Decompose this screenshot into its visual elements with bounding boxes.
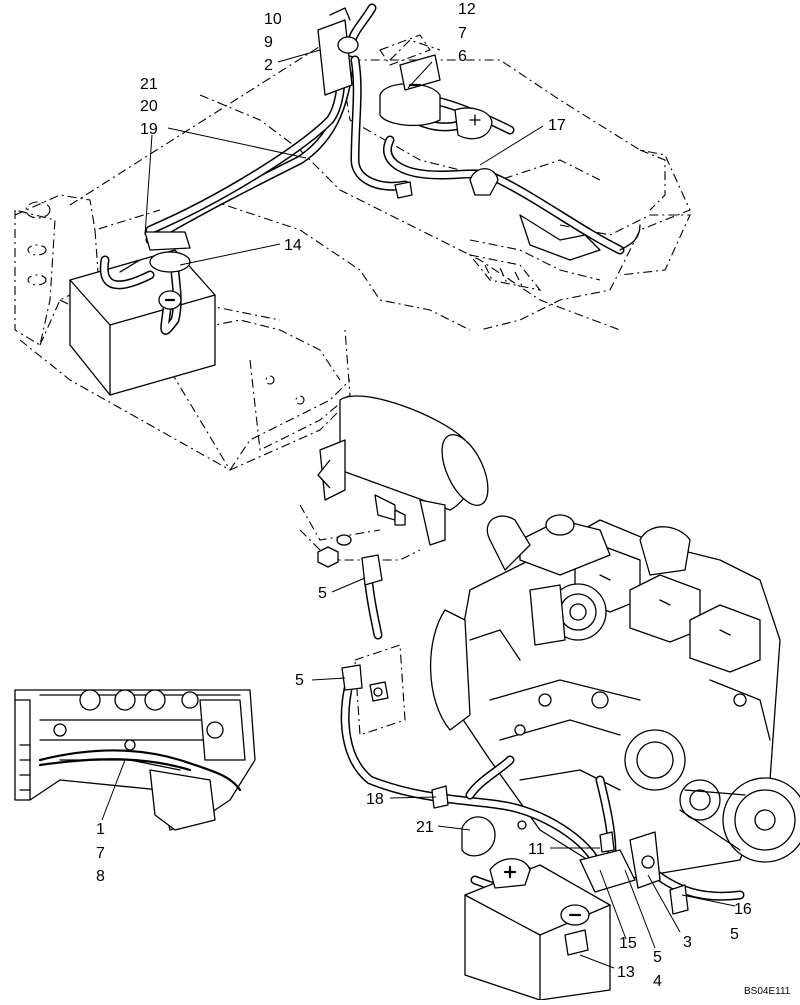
callout-13: 13: [617, 964, 635, 981]
callout-10: 10: [264, 11, 282, 28]
callout-5-engine: 5: [295, 672, 304, 689]
callout-12: 12: [458, 1, 476, 18]
starter-motor: [299, 395, 489, 640]
figure-code: BS04E111: [744, 986, 791, 997]
callout-5-bottom: 5: [653, 949, 662, 966]
callout-labels: 10 9 2 12 7 6 21 20 19 17 14 5 5 18 21 1…: [96, 1, 791, 997]
callout-4: 4: [653, 973, 662, 990]
battery-upper: [69, 249, 216, 396]
callout-1: 1: [96, 821, 105, 838]
callout-19: 19: [140, 121, 158, 138]
callout-3: 3: [683, 934, 692, 951]
callout-8: 8: [96, 868, 105, 885]
callout-5-starter: 5: [318, 585, 327, 602]
callout-6: 6: [458, 48, 467, 65]
callout-16: 16: [734, 901, 752, 918]
callout-14: 14: [284, 237, 302, 254]
callout-2: 2: [264, 57, 273, 74]
callout-7: 7: [458, 25, 467, 42]
callout-21: 21: [140, 76, 158, 93]
callout-20: 20: [140, 98, 158, 115]
callout-17: 17: [548, 117, 566, 134]
callout-9: 9: [264, 34, 273, 51]
callout-7-inset: 7: [96, 845, 105, 862]
leader-lines: [101, 49, 736, 969]
callout-15: 15: [619, 935, 637, 952]
battery-lower: [464, 858, 611, 1001]
battery-terminal-upper: [144, 231, 191, 310]
callout-21-lower: 21: [416, 819, 434, 836]
cable-clamp-upper: [394, 168, 641, 261]
callout-11: 11: [528, 841, 545, 858]
inset-engine-view: [14, 689, 256, 831]
callout-18: 18: [366, 791, 384, 808]
callout-5-bottom-right: 5: [730, 926, 739, 943]
engine-block: [354, 514, 800, 881]
